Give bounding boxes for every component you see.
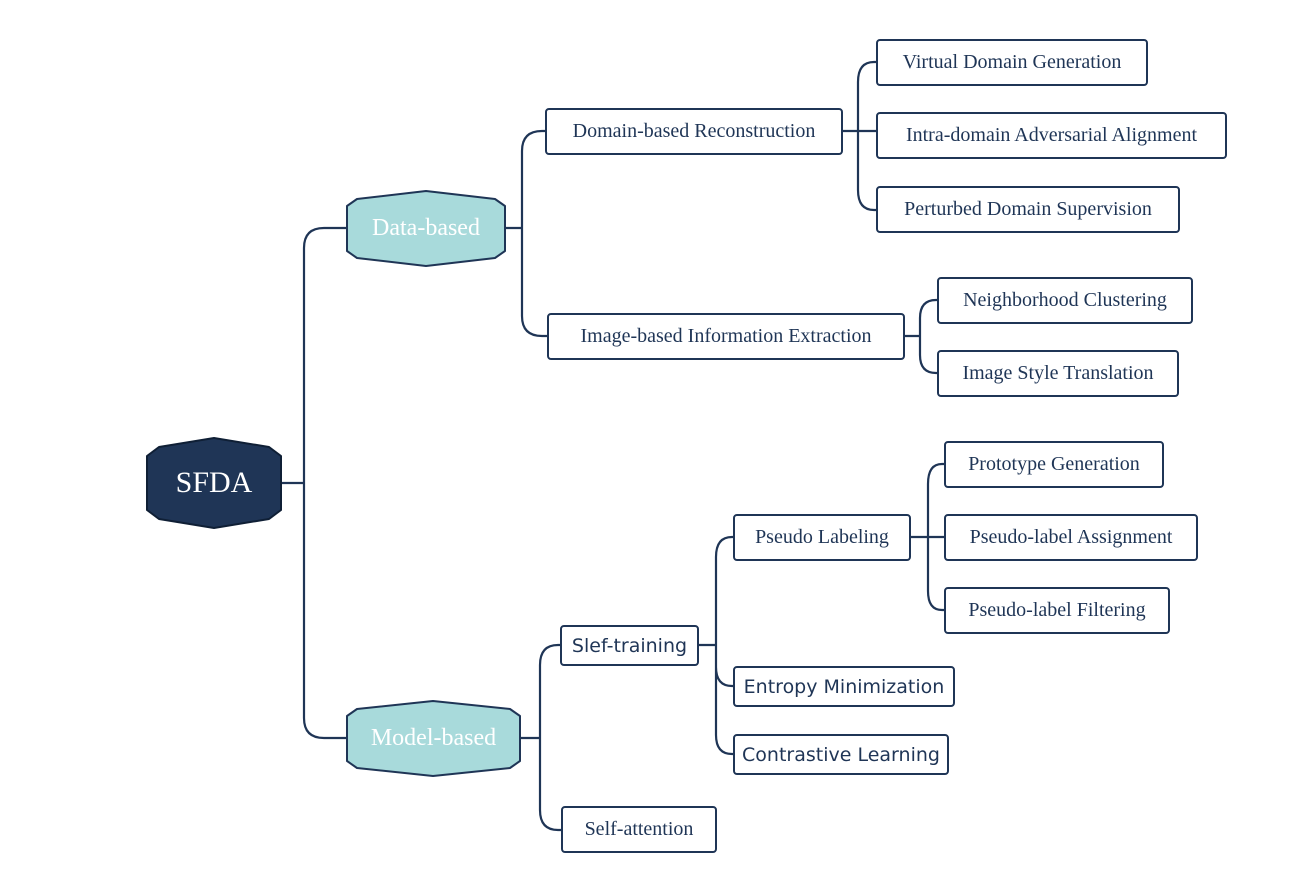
data-based-label: Data-based <box>372 215 480 241</box>
edge-model-to-subtopics <box>519 643 564 832</box>
node-self-attention[interactable]: Self-attention <box>561 806 717 853</box>
node-image-style-translation[interactable]: Image Style Translation <box>937 350 1179 397</box>
node-virtual-domain-generation[interactable]: Virtual Domain Generation <box>876 39 1148 86</box>
data-based-hexagon-shape <box>346 190 506 267</box>
node-pseudo-label-assignment[interactable]: Pseudo-label Assignment <box>944 514 1198 561</box>
category-node-data-based[interactable]: Data-based <box>345 190 507 267</box>
edge-root-to-categories <box>280 226 348 740</box>
edge-domain-reconstruction-to-leaves <box>840 60 879 212</box>
node-contrastive-learning[interactable]: Contrastive Learning <box>733 734 949 775</box>
model-based-hexagon-shape <box>346 700 521 777</box>
node-entropy-minimization[interactable]: Entropy Minimization <box>733 666 955 707</box>
node-perturbed-domain-supervision[interactable]: Perturbed Domain Supervision <box>876 186 1180 233</box>
node-prototype-generation[interactable]: Prototype Generation <box>944 441 1164 488</box>
root-hexagon-shape <box>146 437 282 529</box>
edge-image-extraction-to-leaves <box>902 298 940 375</box>
root-label: SFDA <box>175 466 253 499</box>
node-pseudo-label-filtering[interactable]: Pseudo-label Filtering <box>944 587 1170 634</box>
model-based-label: Model-based <box>370 725 497 751</box>
node-image-based-information-extraction[interactable]: Image-based Information Extraction <box>547 313 905 360</box>
edge-pseudo-labeling-to-leaves <box>908 462 947 612</box>
category-node-model-based[interactable]: Model-based <box>345 700 522 777</box>
edge-self-training-to-methods <box>696 535 736 756</box>
node-slef-training[interactable]: Slef-training <box>560 625 699 666</box>
node-pseudo-labeling[interactable]: Pseudo Labeling <box>733 514 911 561</box>
node-domain-based-reconstruction[interactable]: Domain-based Reconstruction <box>545 108 843 155</box>
edge-data-to-subtopics <box>504 129 550 338</box>
node-neighborhood-clustering[interactable]: Neighborhood Clustering <box>937 277 1193 324</box>
node-intra-domain-adversarial-alignment[interactable]: Intra-domain Adversarial Alignment <box>876 112 1227 159</box>
root-node-sfda[interactable]: SFDA <box>145 436 283 530</box>
